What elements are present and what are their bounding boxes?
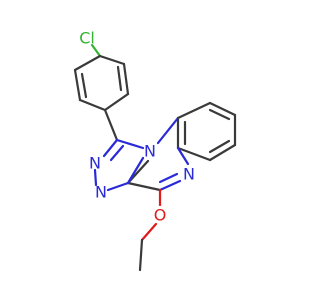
bond-o-ch2 — [140, 222, 158, 242]
bond-ring-a2-double — [80, 72, 88, 99]
structure-canvas: Cl N N N N O — [73, 29, 237, 272]
bond-aryl-triazole — [103, 108, 119, 142]
bond-ring-a5 — [122, 62, 130, 96]
bond-c5a-n5 — [176, 146, 190, 166]
bond-n3-c3a — [106, 181, 130, 192]
molecule-diagram: Cl N N N N O — [73, 29, 237, 272]
bond-benz-2-double — [208, 108, 231, 121]
atom-n-bridge: N — [144, 142, 156, 161]
bond-ring-a5-double — [116, 65, 123, 92]
atom-cl: Cl — [79, 29, 95, 48]
bond-c1-n2 — [102, 138, 119, 158]
bond-c4-c3a — [126, 181, 162, 192]
atom-o-ether: O — [154, 206, 167, 225]
bond-c3a-n9 — [126, 156, 145, 185]
bond-ch2-ch3 — [138, 238, 144, 272]
bond-n5-c4-double — [158, 172, 179, 184]
bond-layer — [73, 43, 237, 272]
bond-n5-c4 — [158, 179, 182, 192]
bond-n9-c9a — [156, 116, 180, 145]
atom-n-triazole-1: N — [89, 154, 101, 173]
bond-ring-a1 — [73, 54, 102, 72]
bond-ring-a4 — [103, 92, 130, 112]
bond-ring-a2 — [73, 68, 82, 102]
bond-benz-4-double — [208, 139, 231, 154]
bond-c1-n9 — [115, 138, 145, 150]
atom-label-layer: Cl N N N N O — [79, 29, 195, 225]
bond-n2-n3 — [93, 168, 98, 187]
bond-cl-c — [90, 43, 102, 58]
bond-c1-n2-double — [109, 144, 125, 162]
bond-benz-5 — [176, 146, 212, 162]
atom-n-triazole-2: N — [95, 183, 107, 202]
atom-n-pyrazine: N — [183, 165, 195, 184]
bond-benz-2 — [208, 101, 237, 117]
bond-benz-4 — [208, 143, 237, 162]
bond-benz-1 — [176, 101, 212, 120]
bond-ring-a6 — [98, 54, 126, 66]
bond-ring-a3 — [78, 98, 107, 112]
